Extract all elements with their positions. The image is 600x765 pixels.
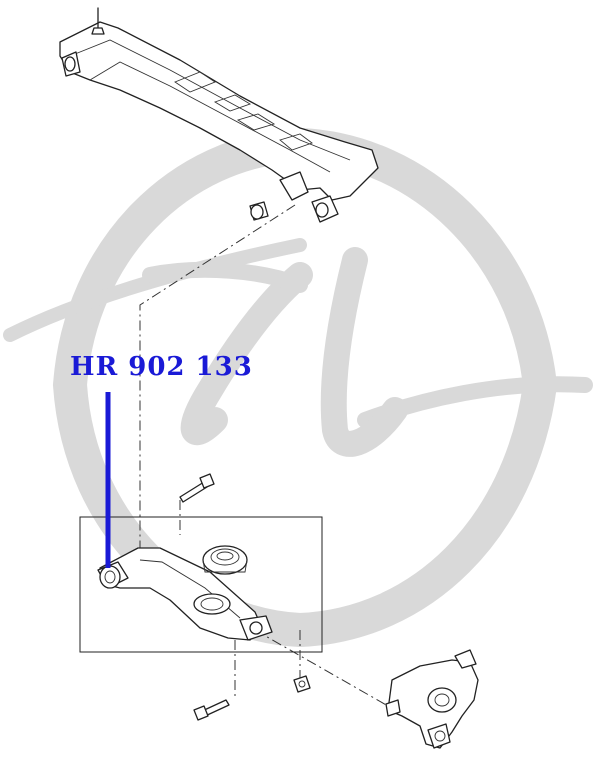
nut [293, 675, 311, 693]
lower-bolt [193, 699, 230, 721]
lower-arm-frame [79, 516, 323, 653]
subframe [59, 7, 379, 223]
watermark-logo [3, 127, 593, 648]
small-bushing [249, 201, 269, 221]
upper-bolt [179, 473, 215, 503]
spring-seat [202, 545, 248, 575]
bushing-hr902133 [97, 561, 129, 589]
knuckle [385, 649, 479, 749]
part-number-label: HR 902 133 [70, 352, 253, 382]
lower-control-arm [99, 547, 273, 641]
